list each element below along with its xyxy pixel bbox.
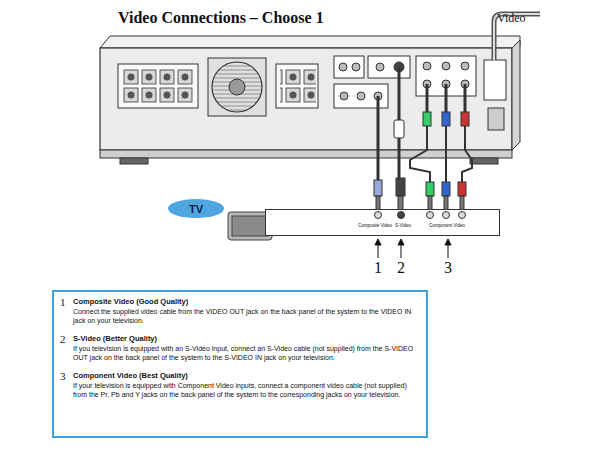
section-label: Video (497, 11, 526, 26)
callout-number: 2 (60, 333, 66, 345)
instruction-entry: 2 S-Video (Better Quality)If you televisi… (60, 334, 418, 362)
instruction-box: 1 Composite Video (Good Quality)Connect t… (52, 290, 428, 438)
diagram-title: Video Connections – Choose 1 (118, 9, 324, 27)
callout-number: 1 (374, 259, 382, 277)
instruction-body: If your television is equipped with Comp… (73, 381, 418, 399)
tv-badge: TV (168, 199, 224, 218)
instruction-heading: Component Video (Best Quality) (73, 371, 418, 381)
callout-number: 3 (444, 259, 452, 277)
callout-number: 1 (60, 296, 66, 308)
instruction-body: If you television is equipped with an S-… (73, 344, 418, 362)
instruction-body: Connect the supplied video cable from th… (73, 307, 418, 325)
jack-label: Component Video (429, 223, 465, 229)
callout-number: 3 (60, 370, 66, 382)
instruction-entry: 1 Composite Video (Good Quality)Connect t… (60, 297, 418, 325)
tv-label: TV (189, 203, 203, 215)
instruction-heading: S-Video (Better Quality) (73, 334, 418, 344)
tv-input-panel: Composite VideoS-Video Component Video (265, 209, 500, 236)
jack-label: S-Video (395, 223, 411, 229)
callout-number: 2 (397, 259, 405, 277)
jack-label: Composite Video (358, 223, 392, 229)
instruction-heading: Composite Video (Good Quality) (73, 297, 418, 307)
instruction-entry: 3 Component Video (Best Quality)If your t… (60, 371, 418, 399)
